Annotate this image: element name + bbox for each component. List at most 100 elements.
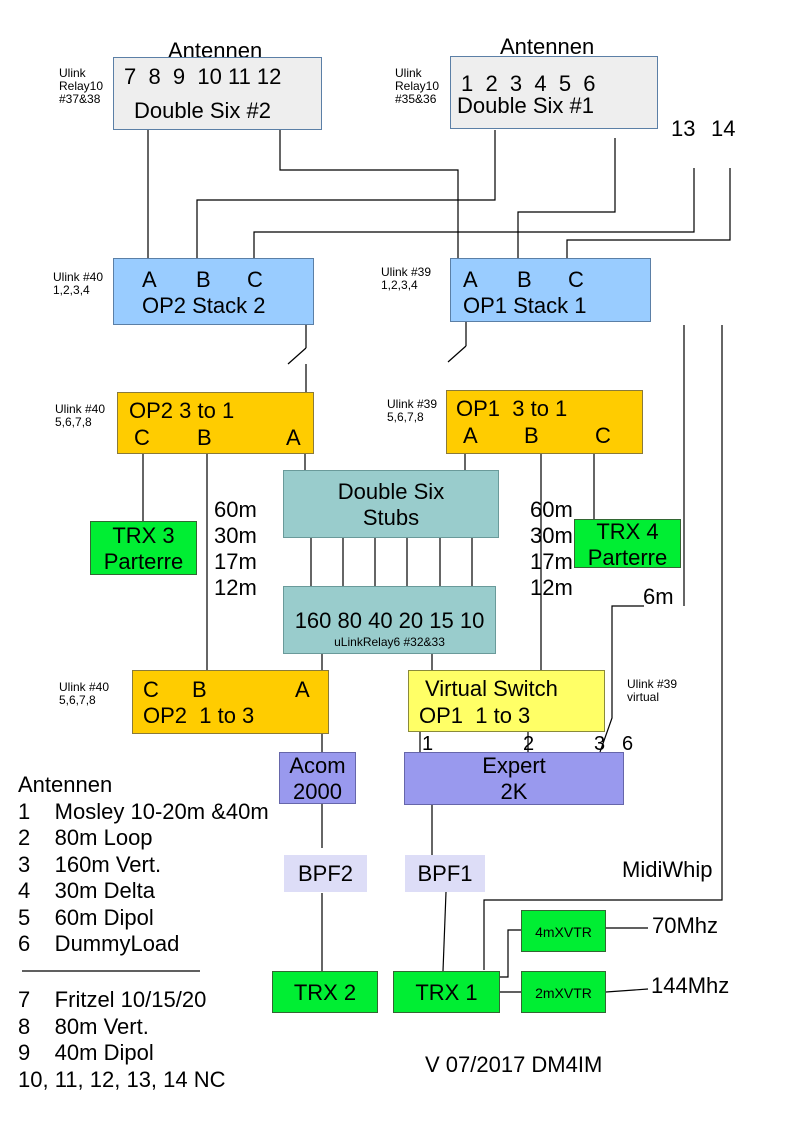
- expert-line1: Expert: [482, 753, 546, 778]
- bpf2-box: BPF2: [284, 855, 367, 892]
- op2-stack-note: Ulink #40 1,2,3,4: [53, 271, 103, 297]
- op2-3to1-note: Ulink #40 5,6,7,8: [55, 403, 105, 429]
- port-a: A: [142, 267, 157, 292]
- port-a: A: [286, 425, 301, 450]
- vs-output-2: 2: [523, 733, 535, 755]
- note-line: 1,2,3,4: [53, 283, 90, 297]
- midiwhip-label: MidiWhip: [622, 857, 713, 882]
- note-line: Ulink #40: [59, 680, 110, 694]
- band-label: 60m: [530, 497, 573, 522]
- note-line: 5,6,7,8: [55, 415, 92, 429]
- op1-3to1-title: OP1 3 to 1: [456, 396, 568, 421]
- port-c: C: [143, 677, 159, 702]
- port-b: B: [196, 267, 211, 292]
- label-6m: 6m: [643, 584, 674, 609]
- op2-3to1-box: OP2 3 to 1 C B A: [117, 392, 314, 454]
- band-label: 12m: [530, 575, 573, 600]
- antenna-legend: Antennen 1 Mosley 10-20m &40m 2 80m Loop…: [18, 772, 269, 958]
- op2-3to1-title: OP2 3 to 1: [129, 398, 235, 423]
- op2-1to3-title: OP2 1 to 3: [143, 703, 255, 728]
- port-b: B: [192, 677, 207, 702]
- trx4-line2: Parterre: [587, 545, 668, 570]
- port-b: B: [197, 425, 212, 450]
- double-six-1-ports: 1 2 3 4 5 6: [461, 71, 596, 96]
- legend-item: 9 40m Dipol: [18, 1040, 154, 1065]
- op1-stack-note: Ulink #39 1,2,3,4: [381, 266, 431, 292]
- note-line: virtual: [627, 690, 660, 704]
- legend-item: 6 DummyLoad: [18, 931, 180, 956]
- bpf1-box: BPF1: [405, 855, 485, 892]
- relay6-label: uLinkRelay6 #32&33: [334, 635, 445, 649]
- stubs-line2: Stubs: [362, 505, 420, 530]
- legend-item: 4 30m Delta: [18, 878, 155, 903]
- legend-item: 10, 11, 12, 13, 14 NC: [18, 1066, 226, 1092]
- vs-output-1: 1: [422, 733, 434, 755]
- double-six-1-title: Double Six #1: [457, 93, 594, 118]
- legend-item: 7 Fritzel 10/15/20: [18, 987, 207, 1012]
- op1-stack-title: OP1 Stack 1: [463, 293, 587, 318]
- note-line: #37&38: [59, 92, 101, 106]
- ulink-relay6-box: 160 80 40 20 15 10 uLinkRelay6 #32&33: [283, 586, 496, 654]
- relay6-bands: 160 80 40 20 15 10: [294, 608, 485, 633]
- antennen-heading-right: Antennen: [500, 34, 595, 59]
- op1-stack-box: A B C OP1 Stack 1: [450, 258, 651, 322]
- expert-line2: 2K: [500, 779, 528, 804]
- port-b: B: [524, 423, 539, 448]
- acom-box: Acom 2000: [279, 752, 356, 804]
- note-line: Ulink: [395, 66, 422, 80]
- stubs-box: Double Six Stubs: [283, 470, 499, 538]
- note-line: Ulink: [59, 66, 86, 80]
- double-six-1-note: Ulink Relay10 #35&36: [395, 67, 439, 106]
- vs-output-6: 6: [622, 733, 634, 755]
- port-a: A: [463, 423, 478, 448]
- band-label: 30m: [214, 523, 257, 548]
- trx2-box: TRX 2: [272, 971, 378, 1013]
- band-label: 17m: [214, 549, 257, 574]
- trx3-box: TRX 3 Parterre: [90, 521, 197, 575]
- antenna-legend-group2: 7 Fritzel 10/15/20 8 80m Vert. 9 40m Dip…: [18, 987, 226, 1093]
- double-six-2-box: 7 8 9 10 11 12 Double Six #2: [113, 57, 322, 130]
- note-line: 1,2,3,4: [381, 278, 418, 292]
- xvtr-2m-box: 2mXVTR: [521, 971, 606, 1013]
- trx4-line1: TRX 4: [596, 519, 659, 544]
- op2-1to3-note: Ulink #40 5,6,7,8: [59, 681, 109, 707]
- note-line: 5,6,7,8: [387, 410, 424, 424]
- note-line: Ulink #39: [387, 397, 438, 411]
- virtual-switch-line1: Virtual Switch: [425, 676, 558, 701]
- stubs-line1: Double Six: [337, 479, 445, 504]
- band-label: 60m: [214, 497, 257, 522]
- double-six-1-box: 1 2 3 4 5 6 Double Six #1: [450, 56, 658, 129]
- note-line: Ulink #40: [55, 402, 106, 416]
- op1-3to1-box: OP1 3 to 1 A B C: [446, 390, 643, 454]
- expert-box: Expert 2K: [404, 752, 624, 805]
- legend-item: 1 Mosley 10-20m &40m: [18, 798, 269, 824]
- port-c: C: [568, 267, 584, 292]
- acom-line1: Acom: [289, 753, 346, 778]
- legend-item: 2 80m Loop: [18, 825, 153, 850]
- xvtr-4m-box: 4mXVTR: [521, 910, 606, 952]
- op2-stack-box: A B C OP2 Stack 2: [113, 258, 314, 325]
- port-a: A: [463, 267, 478, 292]
- trx4-box: TRX 4 Parterre: [574, 519, 681, 570]
- double-six-2-ports: 7 8 9 10 11 12: [124, 64, 282, 89]
- note-line: #35&36: [395, 92, 437, 106]
- port-c: C: [247, 267, 263, 292]
- virtual-switch-box: Virtual Switch OP1 1 to 3: [408, 670, 605, 732]
- port-c: C: [595, 423, 611, 448]
- op2-stack-title: OP2 Stack 2: [142, 293, 266, 318]
- version-label: V 07/2017 DM4IM: [425, 1052, 603, 1077]
- port-b: B: [517, 267, 532, 292]
- port-c: C: [134, 425, 150, 450]
- port-a: A: [295, 677, 310, 702]
- band-label: 17m: [530, 549, 573, 574]
- acom-line2: 2000: [293, 779, 342, 804]
- legend-title: Antennen: [18, 772, 113, 797]
- trx1-box: TRX 1: [393, 971, 500, 1013]
- band-label: 30m: [530, 523, 573, 548]
- virtual-switch-line2: OP1 1 to 3: [419, 703, 531, 728]
- double-six-2-note: Ulink Relay10 #37&38: [59, 67, 103, 106]
- vs-output-3: 3: [594, 733, 606, 755]
- note-line: Relay10: [395, 79, 440, 93]
- note-line: Relay10: [59, 79, 104, 93]
